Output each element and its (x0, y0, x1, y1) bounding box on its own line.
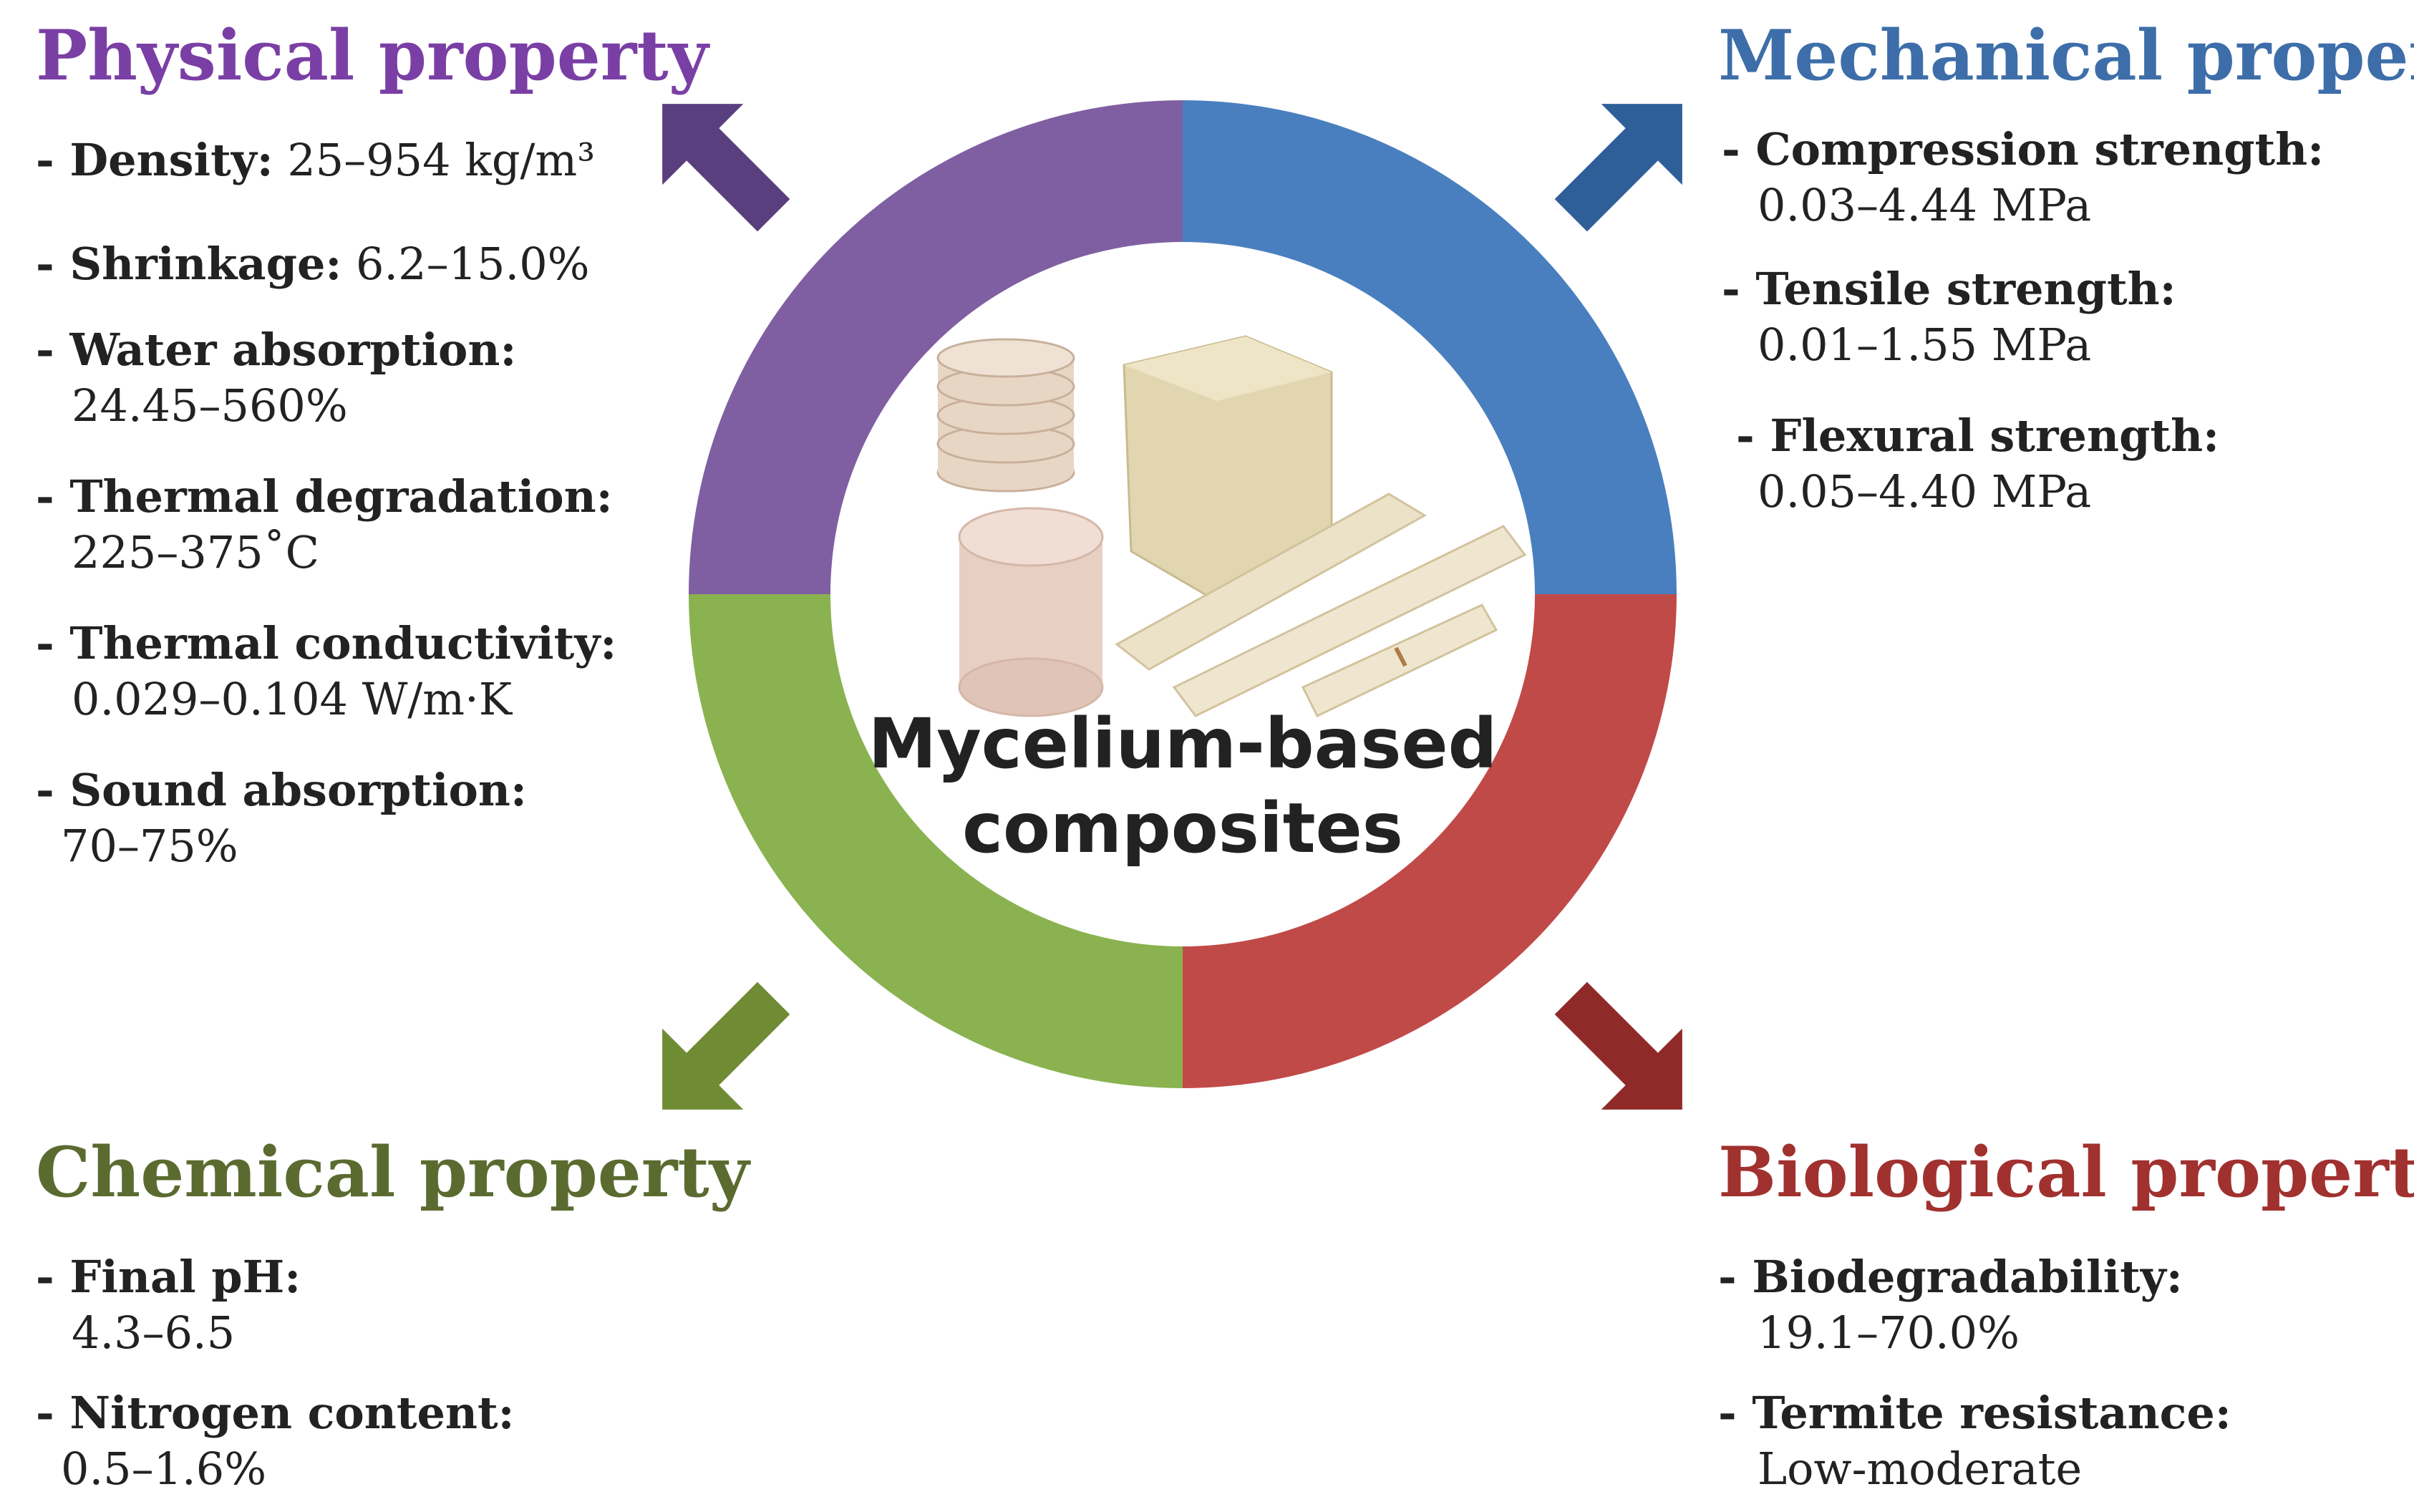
chemical-item-final-ph: - Final pH: 4.3–6.5 (36, 1249, 301, 1360)
arrow-chemical-icon (662, 982, 790, 1110)
item-value: 0.5–1.6% (61, 1442, 267, 1495)
biological-item-biodegradability: - Biodegradability: 19.1–70.0% (1718, 1249, 2183, 1360)
item-label: - Shrinkage: (36, 238, 342, 290)
item-value: 0.05–4.40 MPa (1758, 465, 2092, 518)
item-label: - Nitrogen content: (36, 1387, 515, 1439)
arrow-biological-icon (1554, 982, 1682, 1110)
item-label: - Thermal degradation: (36, 470, 613, 523)
physical-item-thermal-degradation: - Thermal degradation: 225–375˚C (36, 469, 613, 580)
item-value: 24.45–560% (72, 379, 348, 432)
item-label: - Compression strength: (1722, 123, 2325, 175)
item-value: 70–75% (61, 819, 238, 872)
biological-item-termite: - Termite resistance: Low-moderate (1718, 1385, 2231, 1496)
item-label: - Sound absorption: (36, 764, 527, 816)
item-label: - Tensile strength: (1722, 263, 2176, 315)
item-label: - Thermal conductivity: (36, 617, 617, 669)
mechanical-property-title: Mechanical property (1718, 15, 2414, 96)
item-label: - Final pH: (36, 1251, 301, 1303)
center-title-line2: composites (962, 788, 1403, 868)
item-value: 0.029–0.104 W/m·K (72, 672, 513, 725)
arrow-physical-icon (662, 104, 790, 232)
chemical-property-title: Chemical property (36, 1132, 750, 1213)
item-value: 19.1–70.0% (1758, 1306, 2020, 1359)
item-value: Low-moderate (1758, 1442, 2083, 1495)
item-label: - Termite resistance: (1718, 1387, 2231, 1439)
item-value: 4.3–6.5 (72, 1306, 236, 1359)
physical-item-thermal-conductivity: - Thermal conductivity: 0.029–0.104 W/m·… (36, 616, 616, 727)
item-label: - Biodegradability: (1718, 1251, 2183, 1303)
physical-item-shrinkage: - Shrinkage: 6.2–15.0% (36, 236, 590, 292)
mechanical-item-tensile: - Tensile strength: 0.01–1.55 MPa (1722, 261, 2176, 372)
item-value: 0.01–1.55 MPa (1758, 318, 2092, 371)
physical-item-density: - Density: 25–954 kg/m³ (36, 132, 595, 188)
item-value: 25–954 kg/m³ (273, 134, 596, 186)
item-label: - Density: (36, 134, 273, 186)
physical-property-title: Physical property (36, 15, 709, 96)
physical-item-sound-absorption: - Sound absorption: 70–75% (36, 762, 527, 873)
mechanical-item-flexural: - Flexural strength: 0.05–4.40 MPa (1736, 408, 2219, 519)
item-value: 225–375˚C (72, 525, 320, 578)
item-label: - Flexural strength: (1736, 410, 2220, 462)
mechanical-item-compression: - Compression strength: 0.03–4.44 MPa (1722, 122, 2324, 233)
composite-samples-photo (936, 335, 1527, 717)
item-value: 0.03–4.44 MPa (1758, 178, 2092, 231)
biological-property-title: Biological property (1718, 1132, 2414, 1213)
arrow-mechanical-icon (1554, 104, 1682, 232)
item-label: - Water absorption: (36, 324, 517, 376)
physical-item-water-absorption: - Water absorption: 24.45–560% (36, 322, 516, 433)
item-value: 6.2–15.0% (341, 238, 590, 290)
chemical-item-nitrogen: - Nitrogen content: 0.5–1.6% (36, 1385, 515, 1496)
center-title-line1: Mycelium-based (868, 704, 1498, 784)
